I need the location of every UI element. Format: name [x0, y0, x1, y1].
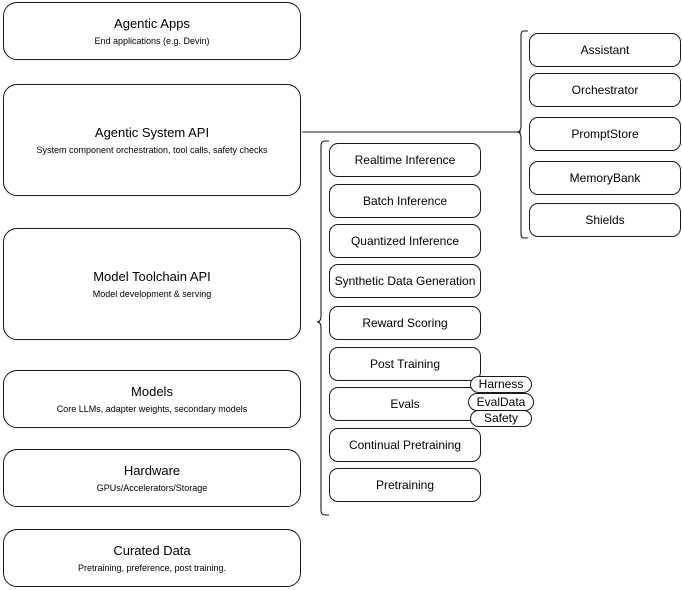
layer-title: Hardware: [123, 462, 181, 478]
layer-title: Models: [131, 383, 173, 399]
bracket-agentic-components: [516, 30, 528, 239]
agentic-item-promptstore[interactable]: PromptStore: [529, 117, 681, 151]
layer-title: Curated Data: [113, 542, 191, 558]
layer-subtitle: System component orchestration, tool cal…: [36, 144, 268, 155]
toolchain-item-label: Pretraining: [375, 478, 435, 492]
agentic-item-label: MemoryBank: [569, 171, 641, 185]
agentic-item-label: Shields: [585, 213, 625, 227]
layer-agentic-system-api[interactable]: Agentic System API System component orch…: [3, 84, 301, 196]
agentic-item-label: PromptStore: [571, 127, 639, 141]
toolchain-item-continual-pretraining[interactable]: Continual Pretraining: [329, 428, 481, 462]
evals-badge-evaldata[interactable]: EvalData: [468, 393, 534, 411]
toolchain-item-label: Realtime Inference: [354, 153, 456, 167]
layer-hardware[interactable]: Hardware GPUs/Accelerators/Storage: [3, 449, 301, 507]
toolchain-item-label: Synthetic Data Generation: [334, 274, 476, 288]
toolchain-item-label: Quantized Inference: [350, 234, 460, 248]
toolchain-item-batch-inference[interactable]: Batch Inference: [329, 184, 481, 218]
layer-title: Agentic System API: [94, 124, 210, 140]
toolchain-item-label: Continual Pretraining: [348, 438, 462, 452]
toolchain-item-quantized-inference[interactable]: Quantized Inference: [329, 224, 481, 258]
layer-subtitle: Core LLMs, adapter weights, secondary mo…: [56, 403, 248, 414]
toolchain-item-label: Post Training: [369, 357, 441, 371]
bracket-toolchain-components: [316, 140, 329, 516]
evals-badge-label: EvalData: [476, 394, 526, 409]
agentic-item-label: Assistant: [580, 43, 630, 57]
layer-agentic-apps[interactable]: Agentic Apps End applications (e.g. Devi…: [3, 2, 301, 60]
toolchain-item-synthetic-data-generation[interactable]: Synthetic Data Generation: [329, 264, 481, 298]
layer-subtitle: GPUs/Accelerators/Storage: [96, 482, 208, 493]
toolchain-item-reward-scoring[interactable]: Reward Scoring: [329, 306, 481, 340]
toolchain-item-label: Reward Scoring: [362, 316, 448, 330]
evals-badge-safety[interactable]: Safety: [470, 410, 532, 427]
toolchain-item-label: Evals: [390, 397, 420, 411]
layer-title: Model Toolchain API: [93, 268, 211, 284]
layer-title: Agentic Apps: [114, 15, 190, 31]
layer-subtitle: End applications (e.g. Devin): [94, 35, 210, 46]
layer-subtitle: Pretraining, preference, post training.: [77, 562, 227, 573]
toolchain-item-post-training[interactable]: Post Training: [329, 347, 481, 381]
evals-badge-label: Safety: [483, 411, 519, 425]
agentic-item-shields[interactable]: Shields: [529, 203, 681, 237]
evals-badge-harness[interactable]: Harness: [470, 376, 532, 393]
layer-curated-data[interactable]: Curated Data Pretraining, preference, po…: [3, 529, 301, 587]
layer-model-toolchain-api[interactable]: Model Toolchain API Model development & …: [3, 228, 301, 340]
layer-subtitle: Model development & serving: [92, 288, 212, 299]
toolchain-item-evals[interactable]: Evals: [329, 387, 481, 421]
agentic-item-label: Orchestrator: [571, 83, 639, 97]
agentic-item-memorybank[interactable]: MemoryBank: [529, 161, 681, 195]
layer-models[interactable]: Models Core LLMs, adapter weights, secon…: [3, 370, 301, 428]
toolchain-item-label: Batch Inference: [362, 194, 448, 208]
toolchain-item-pretraining[interactable]: Pretraining: [329, 468, 481, 502]
evals-badge-label: Harness: [478, 377, 524, 391]
agentic-item-orchestrator[interactable]: Orchestrator: [529, 73, 681, 107]
agentic-item-assistant[interactable]: Assistant: [529, 33, 681, 67]
toolchain-item-realtime-inference[interactable]: Realtime Inference: [329, 143, 481, 177]
